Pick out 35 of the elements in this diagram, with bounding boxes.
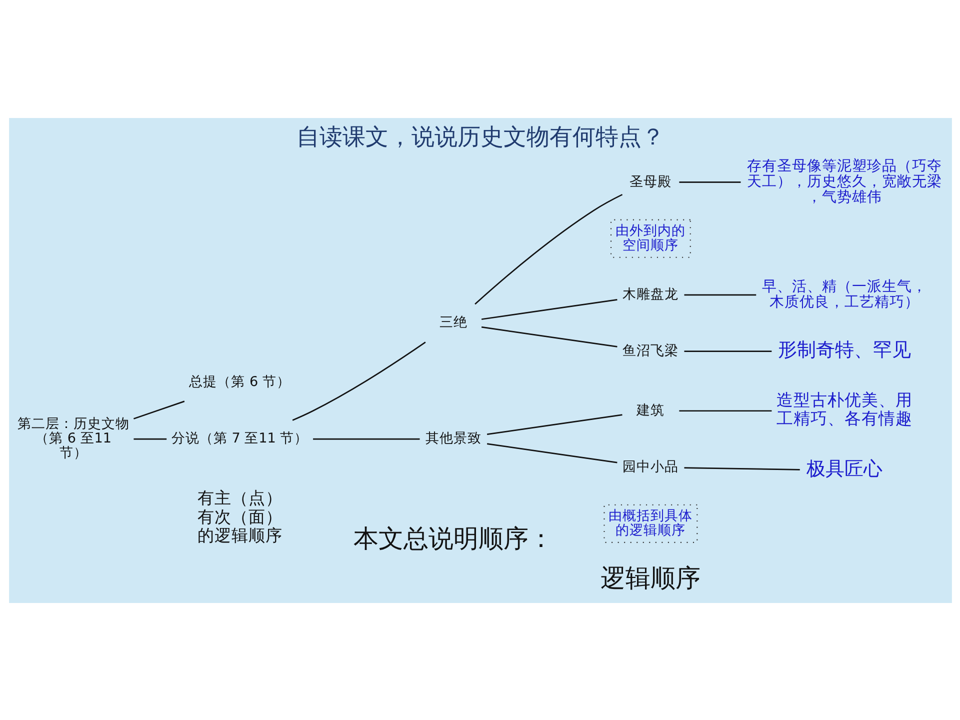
node-text: 园中小品 — [622, 458, 678, 474]
node-box: 由概括到具体的逻辑顺序 — [603, 504, 698, 542]
node-text: 存有圣母像等泥塑珍品（巧夺天工），历史悠久，宽敞无梁，气势雄伟 — [746, 156, 942, 206]
connector — [292, 341, 426, 420]
connector — [678, 410, 772, 412]
node-text: 形制奇特、罕见 — [777, 339, 910, 360]
connector — [132, 400, 184, 419]
connector — [133, 438, 166, 440]
node-text: 早、活、精（一派生气，木质优良，工艺精巧） — [761, 278, 926, 310]
node-text: 极具匠心 — [806, 458, 882, 480]
connector — [486, 442, 617, 463]
diagram-title: 自读课文，说说历史文物有何特点？ — [296, 124, 664, 150]
connector — [474, 193, 622, 304]
connector — [480, 298, 617, 320]
connector — [312, 438, 420, 440]
node-text: 建筑 — [636, 402, 664, 418]
connector — [480, 326, 617, 347]
connector — [684, 466, 800, 470]
connector — [684, 350, 772, 352]
label: 本文总说明顺序： — [352, 523, 553, 552]
node-text: 三绝 — [438, 314, 467, 330]
label: 逻辑顺序 — [600, 563, 700, 592]
node-text: 总提（第 6 节） — [188, 374, 290, 390]
node-text: 第二层：历史文物（第 6 至11 节） — [16, 416, 129, 461]
connector — [684, 294, 756, 296]
node-text: 造型古朴优美、用工精巧、各有情趣 — [776, 388, 912, 428]
node-text: 分说（第 7 至11 节） — [170, 430, 308, 446]
node-text: 圣母殿 — [629, 173, 672, 190]
node-text: 其他景致 — [424, 430, 481, 446]
connector — [678, 181, 740, 182]
node-box: 由外到内的空间顺序 — [610, 218, 690, 258]
label: 有主（点）有次（面）的逻辑顺序 — [196, 487, 282, 545]
connector — [486, 414, 622, 435]
node-text: 鱼沼飞梁 — [622, 342, 678, 358]
node-text: 木雕盘龙 — [622, 286, 678, 302]
